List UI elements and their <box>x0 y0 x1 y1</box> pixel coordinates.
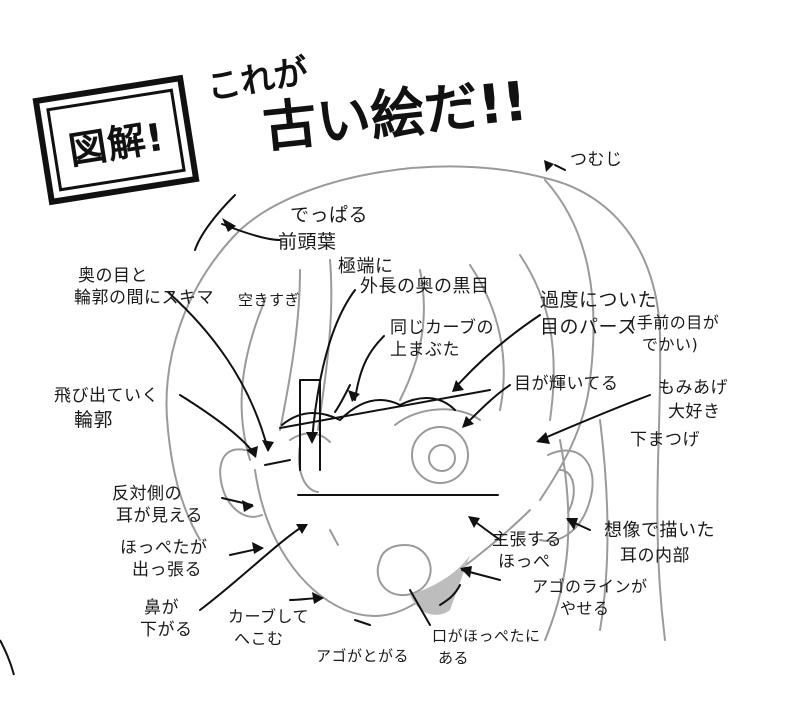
ear-left <box>219 448 263 518</box>
label-ago-toga: アゴがとがる <box>316 647 410 665</box>
bang-strand <box>240 299 266 461</box>
label-tobi-2: 輪郭 <box>74 409 114 431</box>
label-tobi-1: 飛び出ていく <box>54 386 159 406</box>
ink-arrow <box>354 335 385 401</box>
arrowhead <box>242 500 254 512</box>
label-momiage-2: 大好き <box>668 402 721 422</box>
eyelid-ink <box>281 397 456 426</box>
label-oku-3: 空きすぎ <box>238 291 301 309</box>
label-oku-2: 輪郭の間にスキマ <box>74 288 214 308</box>
label-hana-1: 鼻が <box>144 598 179 618</box>
ink-arrow <box>264 459 291 466</box>
ink-arrow <box>439 584 461 606</box>
face-contour <box>254 469 531 617</box>
label-onaji-2: 上まぶた <box>390 340 460 360</box>
label-souzou-1: 想像で描いた <box>604 520 715 541</box>
label-kado-1: 過度についた <box>540 289 658 311</box>
eye-far <box>298 444 319 493</box>
label-shucho-1: 主張する <box>492 530 562 550</box>
label-souzou-2: 耳の内部 <box>620 546 690 566</box>
arrowhead <box>222 218 236 232</box>
arrowhead <box>252 542 264 554</box>
label-kuchi-1: 口がほっぺたに <box>432 627 541 645</box>
ink-arrow <box>311 289 356 441</box>
bang-strand <box>279 269 301 431</box>
arrowhead <box>468 516 480 528</box>
ink-arrow <box>334 384 351 413</box>
label-shucho-2: ほっぺ <box>498 552 551 572</box>
arrowhead <box>312 592 324 604</box>
label-kado-4: でかい) <box>642 335 699 354</box>
ink-guide-line <box>279 389 491 429</box>
ink-arrow <box>554 164 566 171</box>
label-hana-2: 下がる <box>140 620 193 640</box>
ink-arrow <box>354 619 371 626</box>
hair-inner-right <box>539 179 595 501</box>
arrowhead <box>262 440 274 452</box>
ink-arrow <box>199 524 306 611</box>
ink-arrow <box>194 194 236 251</box>
arrowhead <box>544 160 554 172</box>
label-kado-3: (手前の目が <box>630 313 720 332</box>
bang-strand <box>469 264 505 411</box>
arrowhead <box>296 524 308 534</box>
label-kyokutan-1: 極端に <box>338 256 394 277</box>
nose <box>329 529 339 546</box>
ink-arrow <box>167 291 269 451</box>
jaw-shade <box>410 555 470 615</box>
eye-near-pupil <box>428 444 456 472</box>
title-badge-text: 図解! <box>65 114 168 173</box>
bang-strand <box>399 269 425 401</box>
label-deppari-2: 前頭葉 <box>278 231 337 253</box>
arrowhead <box>462 416 474 428</box>
bang-strand <box>519 254 555 421</box>
label-ago-1: アゴのラインが <box>532 577 648 596</box>
margin-stroke <box>0 639 15 676</box>
label-hoppe-1: ほっぺたが <box>120 538 208 558</box>
arrowhead <box>452 380 464 392</box>
sideburn <box>599 419 609 631</box>
label-kado-2: 目のパース <box>540 316 637 338</box>
ink-arrow <box>454 314 541 389</box>
arrowhead <box>246 446 258 458</box>
label-momiage-1: もみあげ <box>658 378 728 398</box>
hair-outline-right <box>544 177 666 641</box>
eye-near-iris <box>411 426 469 484</box>
label-hantai-1: 反対側の <box>112 484 182 504</box>
ink-arrow <box>539 394 651 441</box>
arrowhead <box>460 566 472 578</box>
label-hoppe-2: 出っ張る <box>132 560 202 580</box>
ink-bracket <box>299 379 321 471</box>
label-oku-1: 奥の目と <box>78 266 148 286</box>
label-deppari-1: でっぱる <box>290 204 369 226</box>
label-hikari: 目が輝いてる <box>514 374 619 394</box>
arrowhead <box>536 432 550 444</box>
label-kuchi-2: ある <box>438 649 470 667</box>
arrowhead <box>348 390 360 402</box>
ear-right <box>539 449 594 542</box>
ear-right-inner <box>559 469 575 513</box>
label-hantai-2: 耳が見える <box>116 506 203 526</box>
sideburn <box>544 439 570 641</box>
label-kyokutan-2: 外長の奥の黒目 <box>360 276 490 297</box>
label-tsumuji: つむじ <box>570 150 623 170</box>
label-onaji-1: 同じカーブの <box>390 318 494 338</box>
label-curve-1: カーブして <box>228 607 310 626</box>
label-ago-2: やせる <box>560 599 610 618</box>
arrowhead <box>306 432 318 444</box>
label-curve-2: へこむ <box>234 629 284 648</box>
mouth <box>376 544 432 597</box>
hair-outline-left <box>165 165 546 541</box>
label-shita: 下まつげ <box>630 430 700 450</box>
ink-arrow <box>409 589 431 626</box>
arrowhead <box>566 518 578 530</box>
